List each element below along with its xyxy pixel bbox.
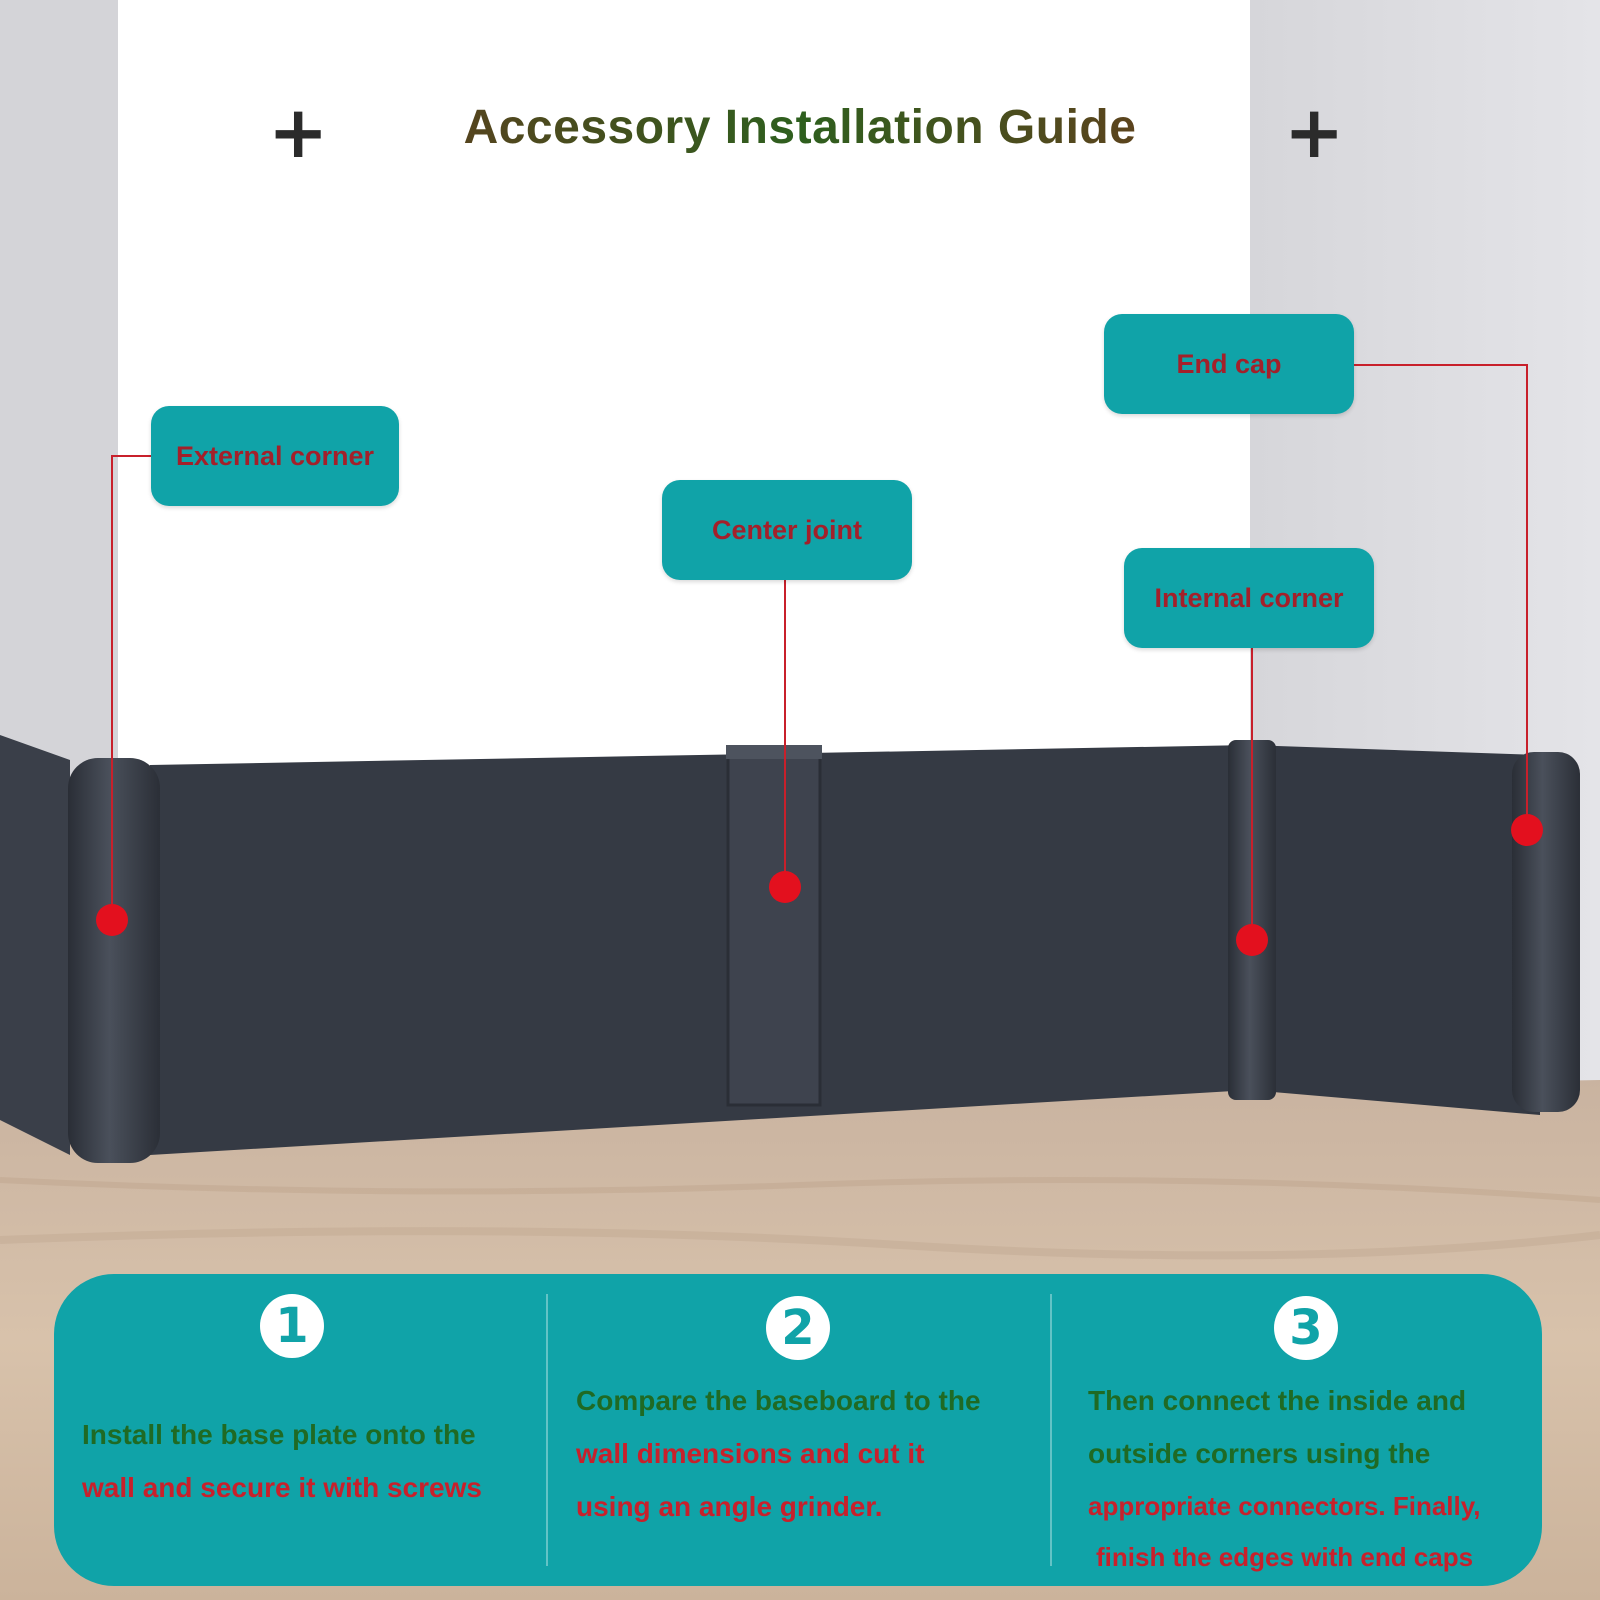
baseboard-left-return [0,735,70,1155]
step-1-line-2: wall and secure it with screws [82,1472,482,1503]
end-cap-piece [1512,752,1580,1112]
step-divider [1050,1294,1052,1566]
step-3: 3 Then connect the inside and outside co… [1050,1274,1542,1586]
plus-icon-left: + [268,96,328,168]
step-3-line-4: finish the edges with end caps [1096,1542,1474,1572]
internal-corner-marker [1236,924,1268,956]
page-title: Accessory Installation Guide [0,100,1600,155]
step-3-line-1: Then connect the inside and [1088,1385,1467,1416]
step-3-line-3: appropriate connectors. Finally, [1088,1491,1481,1521]
center-joint-label: Center joint [662,480,912,580]
step-2-line-1: Compare the baseboard to the [576,1385,981,1416]
external-corner-marker [96,904,128,936]
internal-corner-label: Internal corner [1124,548,1374,648]
end-cap-marker [1511,814,1543,846]
step-2-line-3: using an angle grinder. [576,1491,883,1522]
step-2-line-2: wall dimensions and cut it [576,1438,925,1469]
step-divider [546,1294,548,1566]
plus-icon-right: + [1284,96,1344,168]
external-corner-piece [68,758,160,1163]
step-number-3: 3 [1274,1296,1338,1360]
baseboard-main [150,745,1250,1155]
step-number-2: 2 [766,1296,830,1360]
step-1-line-1: Install the base plate onto the [82,1419,476,1450]
center-joint-marker [769,871,801,903]
step-2: 2 Compare the baseboard to the wall dime… [546,1274,1050,1586]
end-cap-label: End cap [1104,314,1354,414]
steps-panel: 1 Install the base plate onto the wall a… [54,1274,1542,1586]
step-number-1: 1 [260,1294,324,1358]
step-3-line-2: outside corners using the [1088,1438,1431,1469]
step-1: 1 Install the base plate onto the wall a… [54,1274,546,1586]
center-joint-piece [726,748,822,1107]
baseboard-right [1250,745,1540,1115]
external-corner-label: External corner [151,406,399,506]
